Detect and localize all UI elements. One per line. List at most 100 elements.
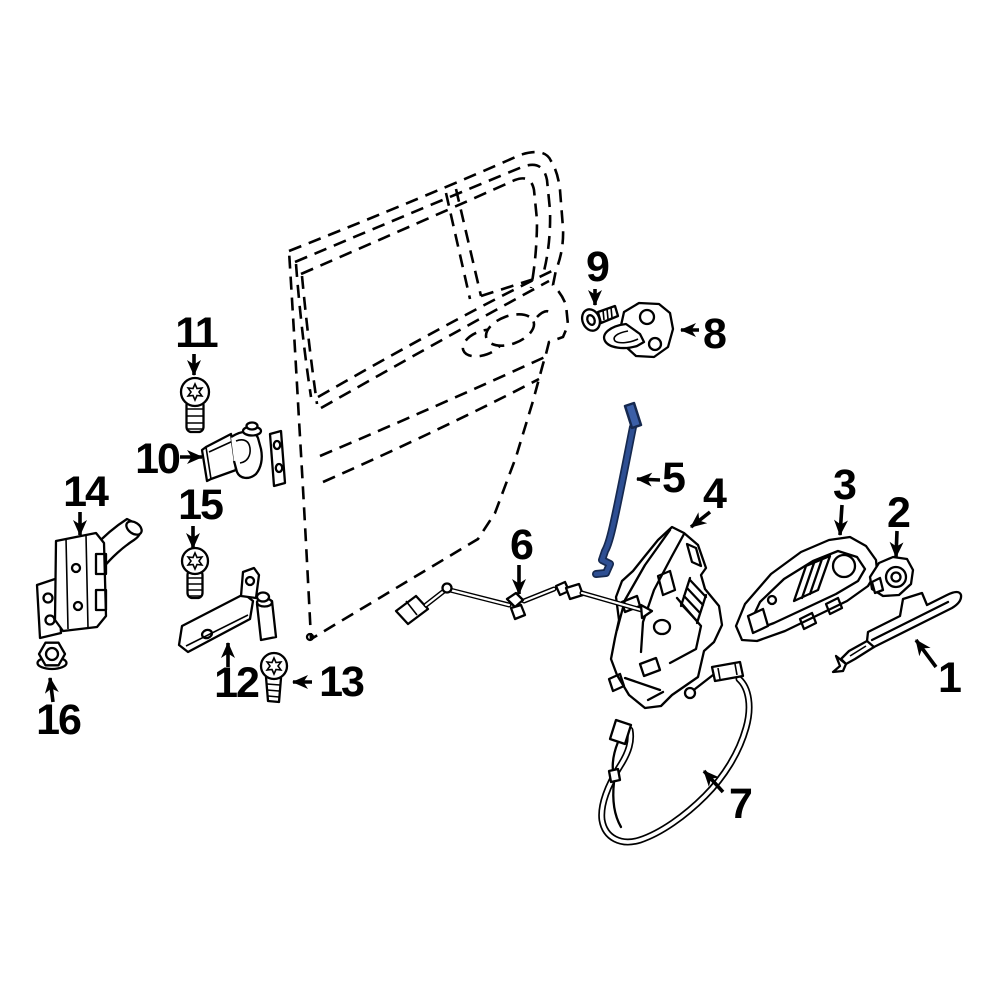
cable-ferrule-lines (717, 663, 738, 680)
part-number-label-16: 16 (36, 696, 81, 744)
striker-loop-inner (613, 330, 639, 344)
part-number-label-11: 11 (175, 309, 218, 357)
callout-upper-door-hinge: 10 (135, 435, 203, 483)
check-housing-hole-1 (70, 562, 82, 574)
leader-arrow-handle-carrier (834, 504, 848, 536)
part-number-label-13: 13 (319, 658, 364, 706)
callout-door-striker: 8 (680, 310, 728, 358)
screw-head (259, 651, 289, 681)
nut-hex (37, 641, 67, 667)
rod-segment-d-inner (580, 591, 647, 613)
striker-loop (602, 322, 646, 350)
torx-recess (265, 656, 283, 676)
beltline-lower (320, 279, 550, 410)
hinge-plate-edges (205, 440, 234, 480)
part-16-nut-drawing (36, 641, 68, 671)
leader-arrow-door-lock-actuator (689, 510, 712, 529)
window-frame-inner-line-2 (300, 177, 539, 289)
cable-barrel-fitting (608, 718, 633, 746)
hinge-pin-bolt (255, 591, 271, 603)
latch-slot-top (685, 542, 703, 568)
part-number-label-15: 15 (178, 481, 223, 529)
cap-center-hole (890, 571, 902, 583)
handle-bar-inner-line (870, 600, 950, 642)
check-side-tab-2 (94, 588, 108, 612)
leader-arrow-door-check-nut (44, 677, 59, 703)
part-7-release-cable-drawing (598, 660, 753, 846)
carrier-inner-outline (749, 549, 867, 631)
check-arm-end (125, 520, 143, 536)
callout-exterior-door-handle: 1 (914, 638, 963, 702)
latch-slats (679, 576, 708, 625)
part-number-label-5: 5 (662, 454, 685, 502)
latch-slot-bottom (638, 656, 662, 678)
rod-tip (639, 603, 654, 620)
part-number-label-3: 3 (833, 461, 856, 509)
leader-arrow-lock-rod-highlighted (636, 472, 661, 487)
latch-fold-1 (615, 528, 672, 632)
rod-center-clip-upper (505, 591, 525, 609)
leader-arrow-lock-release-cable (702, 769, 725, 794)
part-13-lower-hinge-screw-drawing (259, 651, 289, 704)
callout-door-lock-actuator: 4 (689, 470, 729, 529)
callout-door-check-screw: 15 (178, 481, 225, 549)
carrier-small-hole (766, 594, 778, 606)
carrier-tab-2 (824, 596, 844, 616)
part-10-upper-door-hinge-drawing (200, 421, 287, 488)
part-number-label-9: 9 (586, 243, 609, 291)
check-housing-hole-2 (72, 600, 84, 612)
cable-wire-fitting (607, 767, 622, 784)
rod-segment-b-inner (448, 588, 511, 607)
screw-threads (187, 408, 203, 430)
part-6-operating-rod-drawing (394, 580, 654, 626)
callout-lock-rod-highlighted: 5 (636, 454, 687, 502)
part-2-handle-cap-drawing (868, 555, 915, 598)
part-number-label-7: 7 (729, 780, 752, 828)
lock-rod (593, 424, 636, 577)
handle-fork-tip (831, 654, 848, 674)
window-divider-right (454, 188, 483, 297)
callout-lock-operating-rod: 6 (510, 521, 535, 595)
carrier-left-hole (746, 607, 770, 635)
latch-body (609, 525, 724, 710)
callout-upper-hinge-screw: 11 (175, 309, 220, 376)
latch-fold-2 (639, 532, 686, 654)
part-1-exterior-door-handle-drawing (831, 590, 963, 674)
handle-stem-line (849, 645, 867, 657)
screw-threads (266, 683, 281, 698)
part-9-striker-screw-drawing (580, 304, 620, 332)
rod-end-clip (394, 594, 430, 626)
rod-segment-c-inner (522, 587, 556, 603)
hinge-body-plate (268, 429, 287, 488)
part-4-door-lock-actuator-drawing (607, 525, 724, 710)
part-number-label-12: 12 (214, 659, 259, 707)
latch-hole (652, 618, 672, 636)
carrier-cylinder-hole (831, 553, 857, 579)
callout-handle-cap: 2 (887, 489, 912, 558)
cable-inner-wire-right (693, 673, 715, 691)
cap-slot (870, 576, 885, 595)
callout-striker-screw: 9 (586, 243, 611, 306)
screw-threads (602, 307, 613, 321)
part-number-label-6: 6 (510, 521, 533, 569)
window-divider-left (444, 192, 472, 300)
callout-door-check-strap: 14 (63, 468, 111, 536)
window-frame-left-inner-2 (300, 275, 319, 405)
part-number-label-4: 4 (703, 470, 727, 518)
screw-threads (188, 577, 202, 597)
screw-head (179, 376, 211, 408)
part-number-label-2: 2 (887, 489, 910, 537)
cable-wire-left-upper (611, 740, 620, 773)
handle-cutout-oval (484, 313, 536, 347)
part-number-label-14: 14 (63, 468, 109, 516)
hinge-plate-hole (200, 628, 214, 640)
rod-end-clip-line (405, 600, 418, 616)
hinge-base-plate (177, 592, 255, 654)
rod-pivot-ring (441, 582, 453, 594)
cable-sheath-inner (599, 677, 751, 844)
part-5-lock-rod-drawing (592, 401, 643, 578)
